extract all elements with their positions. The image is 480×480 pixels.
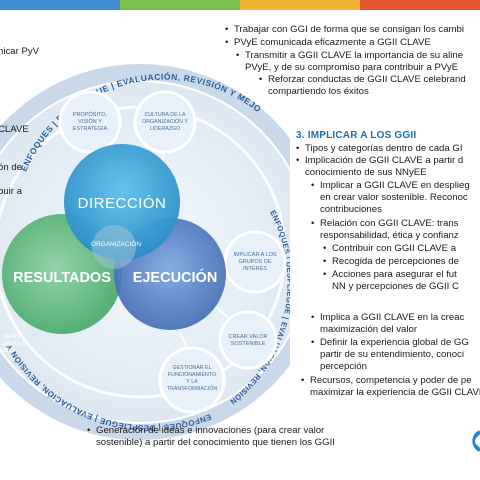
bar-segment-green: [120, 0, 240, 10]
resultados-label: RESULTADOS: [13, 270, 111, 286]
sub-circle-value: CREAR VALOR SOSTENIBLE: [218, 310, 278, 370]
svg-text:GESTIONAR EL: GESTIONAR EL: [172, 365, 211, 371]
left-fragment-4: buir a: [0, 186, 22, 197]
s3-item-10-cont: maximizar la experiencia de GGII CLAVE: [310, 387, 480, 398]
svg-text:TRANSFORMACIÓN: TRANSFORMACIÓN: [167, 385, 217, 392]
left-fragment-5: miento: [2, 334, 21, 340]
s3-item-6: Recogida de percepciones de: [323, 256, 459, 269]
top-color-bar: [0, 0, 480, 10]
s3-item-7: Acciones para asegurar el fut: [323, 269, 457, 282]
organizacion-label: ORGANIZACIÓN: [91, 239, 142, 248]
left-fragment-7: ativo: [2, 348, 15, 354]
sub-circle-culture: CULTURA DE LA ORGANIZACIÓN Y LIDERAZGO: [133, 90, 197, 154]
svg-text:FUNCIONAMIENTO: FUNCIONAMIENTO: [168, 372, 216, 378]
logo-icon: [472, 430, 480, 452]
bullet-top-1: Trabajar con GGI de forma que se consiga…: [225, 24, 464, 37]
efqm-model-diagram: ENFOQUES | DESPLIEGUE | EVALUACIÓN, REVI…: [0, 22, 290, 440]
s3-item-8: Implica a GGII CLAVE en la creac: [311, 312, 464, 325]
svg-text:CULTURA DE LA: CULTURA DE LA: [144, 112, 186, 118]
bar-segment-red: [360, 0, 480, 10]
svg-text:SOSTENIBLE: SOSTENIBLE: [231, 341, 266, 347]
bullet-top-3-cont: PVyE, y de su compromiso para contribuir…: [245, 62, 459, 73]
bullet-bottom-cont: sostenible) a partir del conocimiento qu…: [96, 437, 335, 448]
bullet-bottom: Generación de ideas e innovaciones (para…: [87, 425, 324, 438]
s3-item-9-cont2: percepción: [320, 361, 367, 372]
s3-item-9-cont1: partir de su entendimiento, conoci: [320, 349, 464, 360]
s3-item-3-cont2: contribuciones: [320, 204, 382, 215]
s3-item-4-cont: responsabilidad, ética y confianz: [320, 230, 459, 241]
s3-item-8-cont: maximización del valor: [320, 324, 418, 335]
bullet-top-4-cont: compartiendo los éxitos: [268, 86, 369, 97]
s3-item-1: Tipos y categorías dentro de cada GI: [296, 143, 462, 156]
bar-segment-yellow: [240, 0, 360, 10]
left-fragment-2: CLAVE: [0, 124, 29, 135]
bullet-top-3: Transmitir a GGII CLAVE la importancia d…: [236, 50, 463, 63]
bullet-top-2: PVyE comunicada eficazmente a GGII CLAVE: [225, 37, 431, 50]
s3-item-3-cont1: en crear valor sostenible. Reconoc: [320, 192, 468, 203]
svg-text:ORGANIZACIÓN Y: ORGANIZACIÓN Y: [142, 118, 188, 125]
left-fragment-6: atégico y: [2, 341, 27, 347]
ejecucion-label: EJECUCIÓN: [133, 268, 218, 286]
sub-circle-operations: GESTIONAR EL FUNCIONAMIENTO Y LA TRANSFO…: [158, 346, 226, 414]
s3-item-3: Implicar a GGII CLAVE en desplieg: [311, 180, 470, 193]
organizacion-overlap: [92, 225, 136, 269]
s3-item-10: Recursos, competencia y poder de pe: [301, 375, 472, 388]
svg-text:INTERÉS: INTERÉS: [243, 265, 267, 272]
bar-segment-blue: [0, 0, 120, 10]
svg-text:ESTRATEGIA: ESTRATEGIA: [73, 126, 108, 132]
section-3-title: 3. IMPLICAR A LOS GGII: [296, 130, 417, 141]
s3-item-2: Implicación de GGII CLAVE a partir d: [296, 155, 463, 168]
s3-item-7-cont: NN y percepciones de GGII C: [332, 281, 459, 292]
s3-item-2-cont: conocimiento de sus NNyEE: [305, 167, 427, 178]
svg-text:GRUPOS DE: GRUPOS DE: [238, 259, 271, 265]
svg-text:PROPÓSITO,: PROPÓSITO,: [73, 111, 108, 118]
bullet-top-4: Reforzar conductas de GGII CLAVE celebra…: [259, 74, 466, 87]
s3-item-5: Contribuir con GGII CLAVE a: [323, 243, 456, 256]
direccion-circle: [64, 144, 180, 260]
sub-circle-purpose: PROPÓSITO, VISIÓN Y ESTRATEGIA: [58, 90, 122, 154]
svg-text:IMPLICAR A LOS: IMPLICAR A LOS: [233, 252, 276, 258]
left-fragment-1: nicar PyV: [0, 46, 40, 57]
s3-item-4: Relación con GGII CLAVE: trans: [311, 218, 458, 231]
svg-text:CREAR VALOR: CREAR VALOR: [228, 334, 267, 340]
direccion-label: DIRECCIÓN: [78, 195, 167, 212]
svg-text:LIDERAZGO: LIDERAZGO: [150, 126, 181, 132]
left-fragment-3: ón de: [0, 162, 23, 173]
svg-text:VISIÓN Y: VISIÓN Y: [78, 118, 102, 125]
svg-text:Y LA: Y LA: [186, 379, 198, 385]
s3-item-9: Definir la experiencia global de GG: [311, 337, 469, 350]
sub-circle-stakeholders: IMPLICAR A LOS GRUPOS DE INTERÉS: [223, 230, 287, 294]
